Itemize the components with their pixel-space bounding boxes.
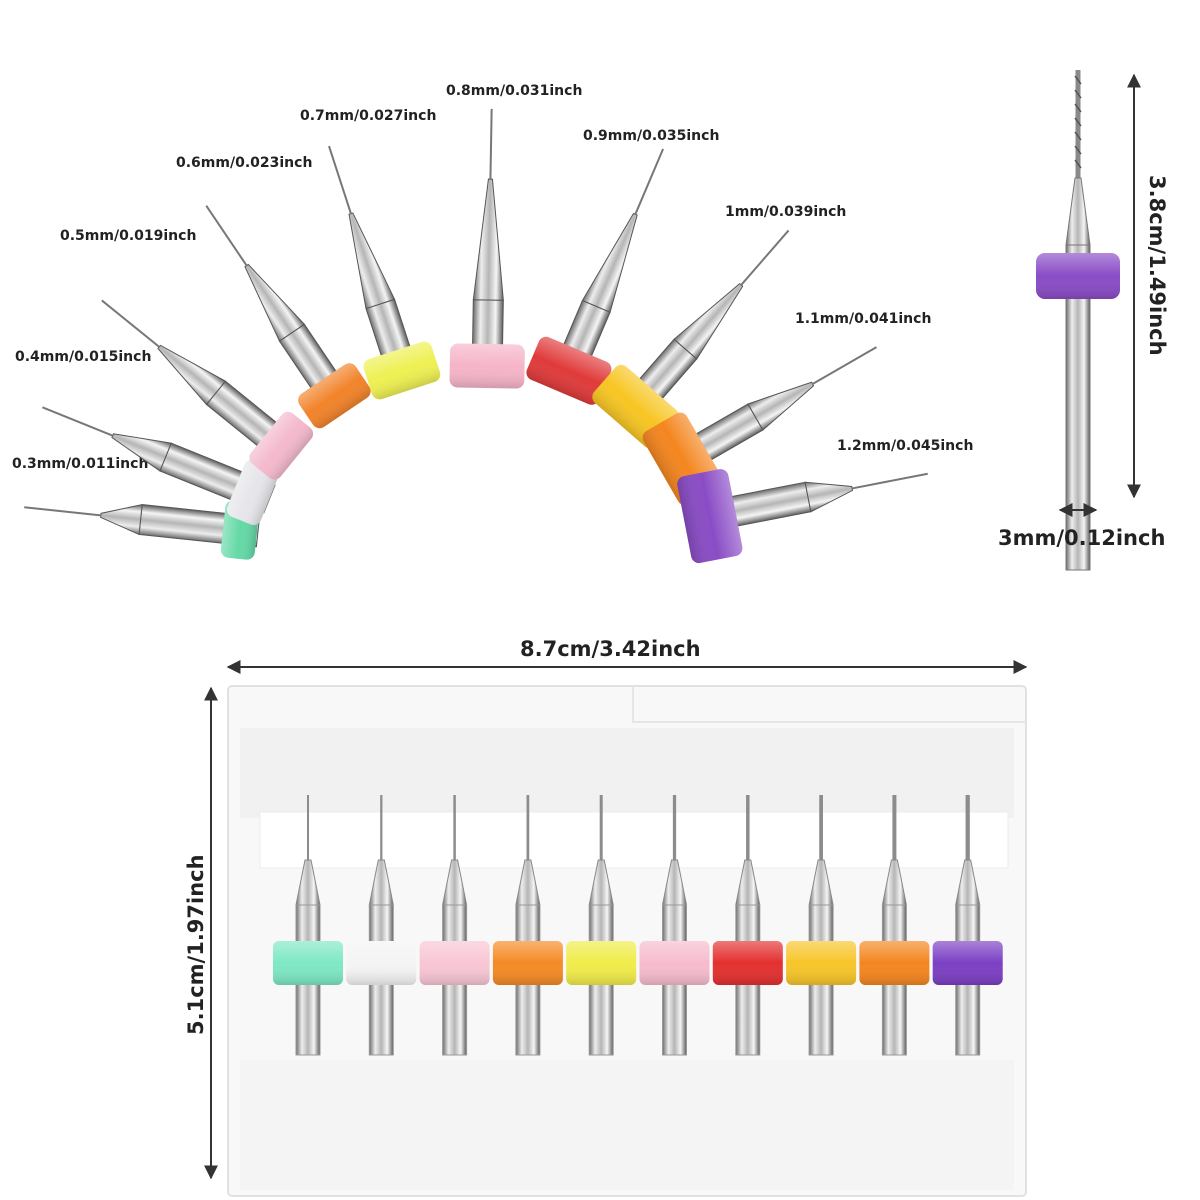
fan-bit: [101, 299, 314, 480]
fan-bit-size-label: 0.6mm/0.023inch: [176, 155, 312, 171]
case-bit: [712, 795, 783, 1056]
case-width-label: 8.7cm/3.42inch: [520, 637, 701, 661]
flute: [740, 229, 790, 286]
taper: [581, 212, 638, 313]
fan-bit-size-label: 1.2mm/0.045inch: [837, 438, 973, 454]
flute: [812, 346, 877, 385]
case-bit: [273, 795, 343, 1056]
case-bit: [786, 795, 857, 1056]
fan-bit: [677, 469, 928, 564]
fan-bit: [205, 205, 371, 429]
flute: [24, 506, 101, 517]
shank-dimension-label: 3mm/0.12inch: [998, 526, 1165, 550]
taper: [348, 212, 396, 310]
flute: [101, 299, 160, 348]
taper: [157, 344, 227, 406]
taper: [244, 263, 306, 342]
fan-bit-size-label: 0.3mm/0.011inch: [12, 456, 148, 472]
fan-bit: [526, 148, 664, 405]
flute: [634, 148, 664, 215]
fan-bit-size-label: 1mm/0.039inch: [725, 204, 846, 220]
taper: [747, 381, 815, 431]
case-bit: [639, 795, 710, 1056]
storage-case: 8.7cm/3.42inch 5.1cm/1.97inch: [184, 637, 1028, 1197]
case-bit-row: [273, 795, 1003, 1056]
fan-bit-size-label: 0.4mm/0.015inch: [15, 349, 151, 365]
drill-bit-fan: 0.3mm/0.011inch 0.4mm/0.015inch 0.5mm/0.01…: [12, 83, 973, 564]
fan-bit-size-label: 1.1mm/0.041inch: [795, 311, 931, 327]
taper: [100, 503, 143, 536]
case-height-label: 5.1cm/1.97inch: [184, 854, 208, 1035]
taper: [472, 178, 504, 301]
fan-bit-size-label: 0.8mm/0.031inch: [446, 83, 582, 99]
taper: [804, 481, 854, 513]
flute: [205, 205, 248, 267]
case-bit: [932, 795, 1003, 1056]
flute: [42, 406, 114, 437]
fan-bit-size-label: 0.5mm/0.019inch: [60, 228, 196, 244]
fan-bit-size-label: 0.7mm/0.027inch: [300, 108, 436, 124]
fan-bit: [449, 108, 525, 389]
fan-bit: [42, 406, 279, 525]
taper: [111, 433, 172, 472]
fan-bit-size-label: 0.9mm/0.035inch: [583, 128, 719, 144]
case-bit: [859, 795, 930, 1056]
flute: [328, 145, 352, 214]
fan-bit: [328, 145, 441, 400]
case-bit: [419, 795, 490, 1056]
taper: [673, 282, 744, 360]
flute: [489, 108, 493, 180]
case-bit: [566, 795, 637, 1056]
length-dimension-label: 3.8cm/1.49inch: [1145, 175, 1169, 356]
single-bit-diagram: 3.8cm/1.49inch 3mm/0.12inch: [998, 70, 1169, 571]
case-bit: [346, 795, 417, 1056]
case-bit: [492, 795, 563, 1056]
flute: [851, 472, 928, 490]
